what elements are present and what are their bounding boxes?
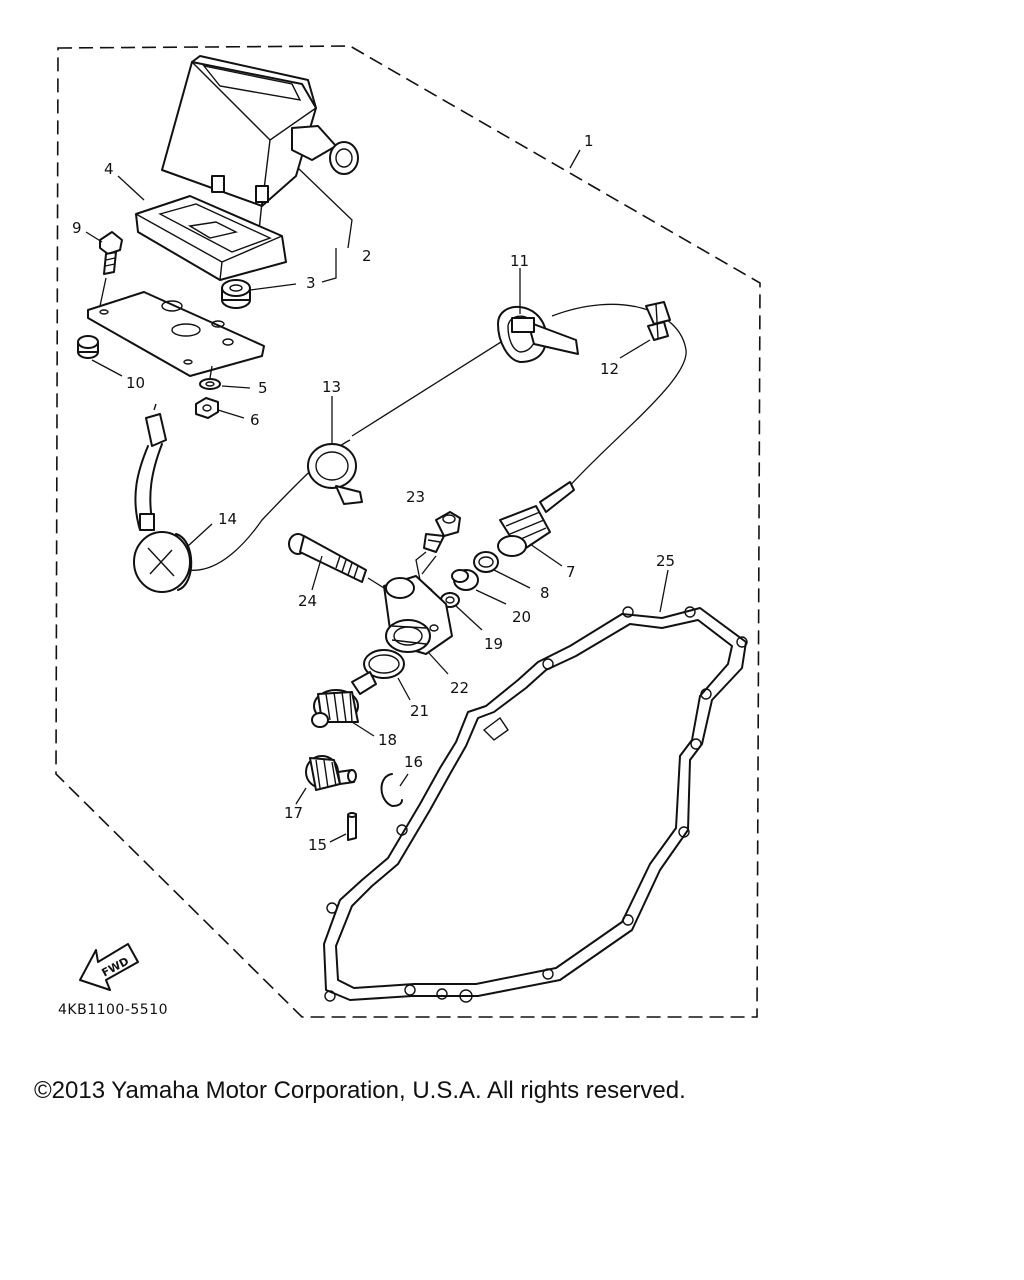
gear-housing-22 [383,575,453,655]
grommet-3 [221,279,251,309]
callout-22: 22 [450,679,469,697]
callout-8: 8 [540,584,550,602]
fwd-arrow-icon: FWD [79,943,139,991]
washer-5 [199,378,221,390]
pin-15 [347,812,357,841]
gear-18 [311,671,377,728]
callout-19: 19 [484,635,503,653]
bolt-23 [415,511,461,591]
clamp-13 [307,443,363,505]
bolt-9 [99,231,123,307]
callout-11: 11 [510,252,529,270]
nut-6 [195,397,219,419]
callout-16: 16 [404,753,423,771]
callout-4: 4 [104,160,114,178]
callout-12: 12 [600,360,619,378]
bolt-24 [288,533,385,589]
callout-2: 2 [362,247,372,265]
clip-12 [645,301,671,341]
parts-diagram: 1 2 3 4 5 6 7 8 9 10 11 12 13 14 15 16 1… [55,45,761,1018]
callout-6: 6 [250,411,260,429]
callout-7: 7 [566,563,576,581]
collar-10 [77,335,99,359]
callout-5: 5 [258,379,268,397]
o-ring-8 [473,551,499,573]
callout-23: 23 [406,488,425,506]
gear-17 [305,755,357,791]
callout-17: 17 [284,804,303,822]
callout-13: 13 [322,378,341,396]
mounting-plate [87,291,265,377]
leader-lines [85,149,669,843]
cable-tie-11 [497,306,579,363]
callout-21: 21 [410,702,429,720]
drawing-code: 4KB1100-5510 [58,1002,168,1018]
callout-9: 9 [72,219,82,237]
circlip-16 [380,773,403,807]
speedometer [161,55,359,241]
callout-1: 1 [584,132,594,150]
callout-3: 3 [306,274,316,292]
callout-10: 10 [126,374,145,392]
gasket-25 [323,606,748,1003]
oil-seal-20 [451,569,479,591]
callout-20: 20 [512,608,531,626]
callout-25: 25 [656,552,675,570]
callout-labels: 1 2 3 4 5 6 7 8 9 10 11 12 13 14 15 16 1… [72,132,675,854]
bracket-4 [135,195,287,281]
callout-14: 14 [218,510,237,528]
drive-shaft-7 [497,481,575,557]
callout-18: 18 [378,731,397,749]
callout-24: 24 [298,592,317,610]
callout-15: 15 [308,836,327,854]
assembly-boundary [55,45,761,1018]
copyright-notice: ©2013 Yamaha Motor Corporation, U.S.A. A… [34,1077,686,1104]
speedometer-cable-14 [133,303,687,593]
